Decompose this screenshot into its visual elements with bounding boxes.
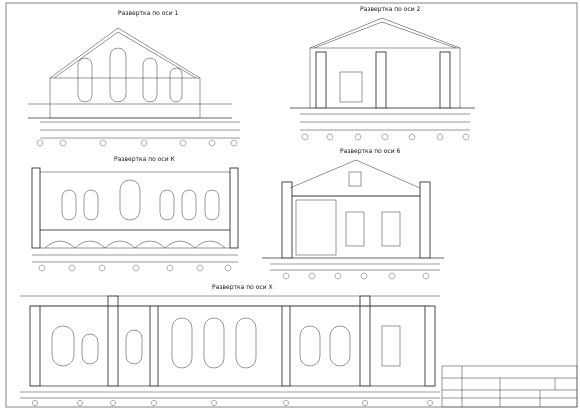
elevation-axis-x <box>20 295 440 399</box>
elevation-axis-k <box>31 167 239 263</box>
title-block <box>441 365 578 408</box>
drawing-title-axis-1: Развертка по оси 1 <box>118 10 179 17</box>
drawing-title-axis-k: Развертка по оси К <box>114 156 175 163</box>
axis-markers-k <box>38 264 232 272</box>
sheet-frame <box>5 2 578 408</box>
drawing-title-axis-x: Развертка по оси Х <box>212 284 273 291</box>
elevation-axis-6 <box>262 159 444 271</box>
axis-markers-x <box>32 400 433 406</box>
elevation-axis-2 <box>290 17 475 131</box>
axis-markers-2 <box>301 133 470 141</box>
axis-markers-6 <box>282 272 430 280</box>
axis-markers-1 <box>36 139 238 147</box>
drawing-title-axis-2: Развертка по оси 2 <box>360 6 421 13</box>
elevation-axis-1 <box>28 27 240 139</box>
drawing-title-axis-6: Развертка по оси 6 <box>340 148 401 155</box>
